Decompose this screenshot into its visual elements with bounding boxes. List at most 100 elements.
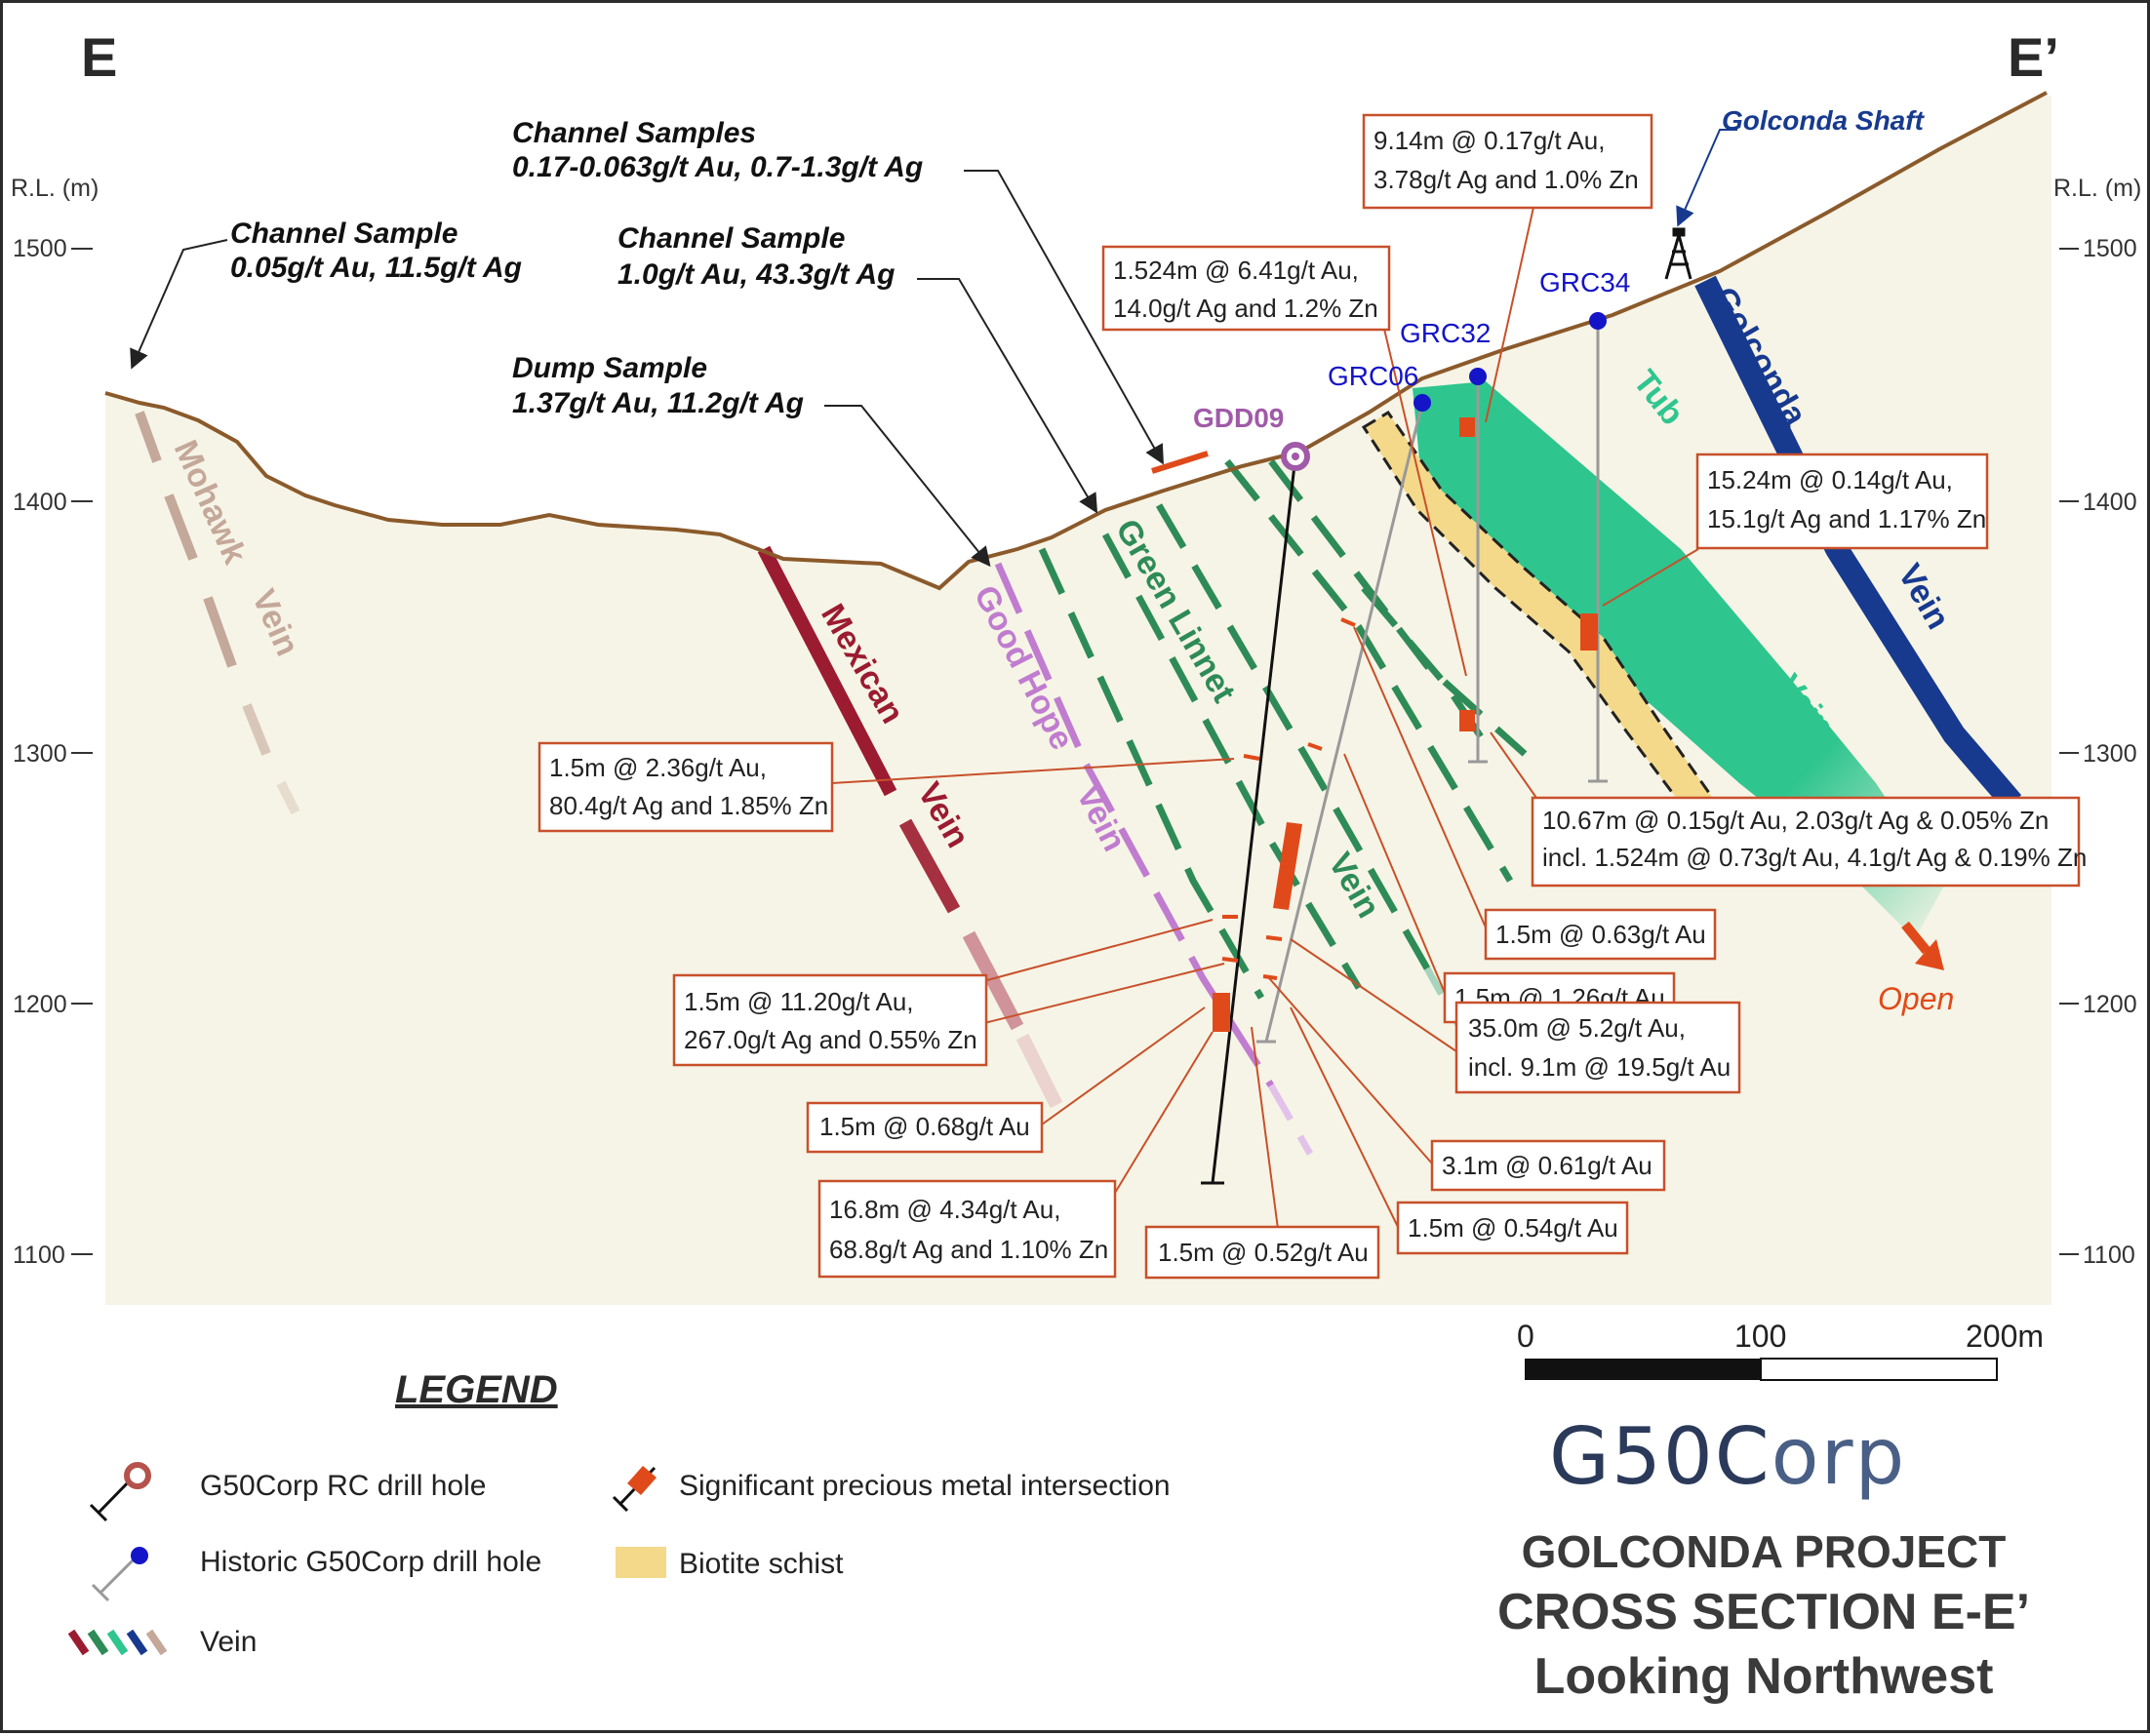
svg-text:15.24m @ 0.14g/t Au,: 15.24m @ 0.14g/t Au,	[1707, 465, 1953, 494]
scale-label-100: 100	[1734, 1319, 1786, 1354]
channel-samples-note: Channel Samples 0.17-0.063g/t Au, 0.7-1.…	[512, 117, 923, 183]
good-hope-vein	[994, 562, 1274, 1087]
grc34-label: GRC34	[1539, 267, 1630, 297]
channel-sample-left-note: Channel Sample 0.05g/t Au, 11.5g/t Ag	[230, 217, 522, 284]
legend-intersection-icon	[612, 1466, 657, 1513]
intersection-box-b11: 3.1m @ 0.61g/t Au	[1430, 1139, 1666, 1192]
intersection-box-b5: 10.67m @ 0.15g/t Au, 2.03g/t Ag & 0.05% …	[1531, 796, 2087, 888]
logo-text-main: G50C	[1549, 1411, 1772, 1502]
mohawk-vein	[135, 411, 300, 815]
right-tick-1200: 1200	[2083, 991, 2137, 1018]
title-orientation: Looking Northwest	[1534, 1648, 1994, 1705]
right-tick-1100: 1100	[2083, 1242, 2135, 1269]
legend-rc-drill-hole-label: G50Corp RC drill hole	[200, 1470, 486, 1502]
scale-label-200: 200m	[1966, 1319, 2044, 1354]
channel-sample-mid-values: 1.0g/t Au, 43.3g/t Ag	[617, 258, 896, 291]
green-linnet-tail	[1423, 967, 1480, 1058]
dump-sample-note: Dump Sample 1.37g/t Au, 11.2g/t Ag	[512, 352, 804, 419]
svg-text:1.5m @ 0.68g/t Au: 1.5m @ 0.68g/t Au	[819, 1112, 1030, 1141]
golconda-shaft-label: Golconda Shaft	[1722, 105, 1926, 136]
legend: LEGEND G50Corp RC drill hole Historic G5…	[67, 1368, 1171, 1658]
svg-text:16.8m @ 4.34g/t Au,: 16.8m @ 4.34g/t Au,	[829, 1195, 1060, 1224]
svg-text:80.4g/t Ag and 1.85% Zn: 80.4g/t Ag and 1.85% Zn	[549, 791, 828, 820]
svg-text:1.5m @ 11.20g/t Au,: 1.5m @ 11.20g/t Au,	[684, 987, 914, 1016]
dump-sample-values: 1.37g/t Au, 11.2g/t Ag	[512, 387, 804, 419]
left-tick-1400: 1400	[13, 489, 67, 516]
intersection-box-b13: 1.5m @ 0.52g/t Au	[1144, 1225, 1380, 1280]
legend-historic-drill-hole-label: Historic G50Corp drill hole	[200, 1546, 541, 1578]
svg-text:G50Corp: G50Corp	[1549, 1411, 1906, 1502]
legend-rc-drill-hole-icon	[89, 1462, 151, 1522]
svg-text:1.5m @ 0.52g/t Au: 1.5m @ 0.52g/t Au	[1158, 1238, 1369, 1267]
drill-hole-grc34[interactable]	[1588, 312, 1608, 783]
left-axis: R.L. (m) 1500 1400 1300 1200 1100	[11, 175, 99, 1269]
intersection-box-b9: 35.0m @ 5.2g/t Au, incl. 9.1m @ 19.5g/t …	[1454, 1001, 1741, 1094]
intersection-box-b10: 1.5m @ 0.68g/t Au	[806, 1101, 1044, 1154]
g50corp-logo: G50Corp	[1549, 1411, 1906, 1502]
topography-line	[104, 91, 2048, 591]
intersection-box-b3: 15.24m @ 0.14g/t Au, 15.1g/t Ag and 1.17…	[1695, 453, 1989, 550]
grc32-label: GRC32	[1400, 318, 1491, 348]
headframe-icon	[1664, 227, 1692, 280]
left-tick-1200: 1200	[13, 991, 67, 1018]
svg-text:14.0g/t Ag and 1.2% Zn: 14.0g/t Ag and 1.2% Zn	[1113, 294, 1378, 323]
channel-sample-left-title: Channel Sample	[230, 217, 458, 250]
scale-label-0: 0	[1517, 1319, 1534, 1354]
intersection-box-b6: 1.5m @ 0.63g/t Au	[1484, 908, 1717, 961]
drill-hole-grc06[interactable]	[1256, 394, 1431, 1044]
legend-vein-label: Vein	[200, 1626, 257, 1658]
svg-text:1.5m @ 2.36g/t Au,: 1.5m @ 2.36g/t Au,	[549, 753, 767, 782]
channel-sample-left-values: 0.05g/t Au, 11.5g/t Ag	[230, 252, 522, 284]
gdd09-label: GDD09	[1193, 403, 1284, 433]
svg-text:15.1g/t Ag and 1.17% Zn: 15.1g/t Ag and 1.17% Zn	[1707, 504, 1986, 533]
svg-text:1.524m @ 6.41g/t Au,: 1.524m @ 6.41g/t Au,	[1113, 256, 1359, 285]
left-tick-1100: 1100	[13, 1242, 65, 1269]
scale-bar: 0 100 200m	[1517, 1319, 2044, 1381]
right-axis-title: R.L. (m)	[2053, 175, 2141, 202]
svg-text:3.1m @ 0.61g/t Au: 3.1m @ 0.61g/t Au	[1442, 1151, 1652, 1180]
annotation-leaders	[130, 129, 1737, 568]
open-arrow-icon	[1901, 921, 1944, 970]
left-tick-1500: 1500	[13, 235, 67, 262]
svg-text:68.8g/t Ag and 1.10% Zn: 68.8g/t Ag and 1.10% Zn	[829, 1235, 1108, 1264]
section-start-label: E	[81, 26, 117, 88]
legend-intersection-label: Significant precious metal intersection	[679, 1470, 1171, 1502]
intersection-box-b14: 1.5m @ 0.54g/t Au	[1396, 1201, 1629, 1255]
legend-historic-drill-hole-icon	[91, 1547, 148, 1602]
channel-samples-values: 0.17-0.063g/t Au, 0.7-1.3g/t Ag	[512, 151, 923, 183]
intersection-box-b2: 1.524m @ 6.41g/t Au, 14.0g/t Ag and 1.2%…	[1101, 245, 1391, 332]
legend-biotite-swatch	[616, 1547, 666, 1578]
logo-text-suffix: orp	[1772, 1411, 1907, 1502]
intersection-ticks	[1221, 617, 1356, 980]
title-section: CROSS SECTION E-E’	[1497, 1584, 2030, 1640]
legend-vein-icon	[67, 1629, 168, 1656]
channel-samples-title: Channel Samples	[512, 117, 756, 149]
golconda-vein	[1694, 275, 2022, 810]
svg-text:1.5m @ 0.63g/t Au: 1.5m @ 0.63g/t Au	[1495, 920, 1706, 949]
title-block: GOLCONDA PROJECT CROSS SECTION E-E’ Look…	[1497, 1526, 2030, 1705]
intersection-box-b1: 9.14m @ 0.17g/t Au, 3.78g/t Ag and 1.0% …	[1362, 113, 1653, 210]
section-end-label: E’	[2008, 26, 2059, 88]
drill-hole-grc32[interactable]	[1468, 368, 1488, 764]
mexican-vein	[757, 545, 1063, 1109]
svg-text:incl. 9.1m @ 19.5g/t Au: incl. 9.1m @ 19.5g/t Au	[1468, 1052, 1731, 1082]
intersection-box-b12: 16.8m @ 4.34g/t Au, 68.8g/t Ag and 1.10%…	[817, 1179, 1117, 1279]
intersection-box-b4: 1.5m @ 2.36g/t Au, 80.4g/t Ag and 1.85% …	[538, 741, 834, 833]
svg-text:9.14m @ 0.17g/t Au,: 9.14m @ 0.17g/t Au,	[1374, 126, 1605, 155]
svg-text:267.0g/t Ag and 0.55% Zn: 267.0g/t Ag and 0.55% Zn	[684, 1025, 977, 1054]
right-tick-1300: 1300	[2083, 740, 2137, 768]
intersection-markers	[1151, 417, 1598, 1032]
svg-text:10.67m @ 0.15g/t Au, 2.03g/t A: 10.67m @ 0.15g/t Au, 2.03g/t Ag & 0.05% …	[1542, 806, 2049, 835]
open-label: Open	[1878, 981, 1954, 1016]
title-project: GOLCONDA PROJECT	[1522, 1526, 2007, 1577]
drill-hole-gdd09[interactable]	[1201, 442, 1310, 1185]
svg-text:3.78g/t Ag and 1.0% Zn: 3.78g/t Ag and 1.0% Zn	[1374, 165, 1639, 194]
channel-sample-mid-title: Channel Sample	[617, 222, 845, 255]
left-tick-1300: 1300	[13, 740, 67, 768]
channel-sample-mid-note: Channel Sample 1.0g/t Au, 43.3g/t Ag	[617, 222, 896, 291]
intersection-leaders	[831, 202, 1699, 1252]
good-hope-vein-tail	[1267, 1084, 1314, 1156]
right-tick-1500: 1500	[2083, 235, 2137, 262]
right-tick-1400: 1400	[2083, 489, 2137, 516]
